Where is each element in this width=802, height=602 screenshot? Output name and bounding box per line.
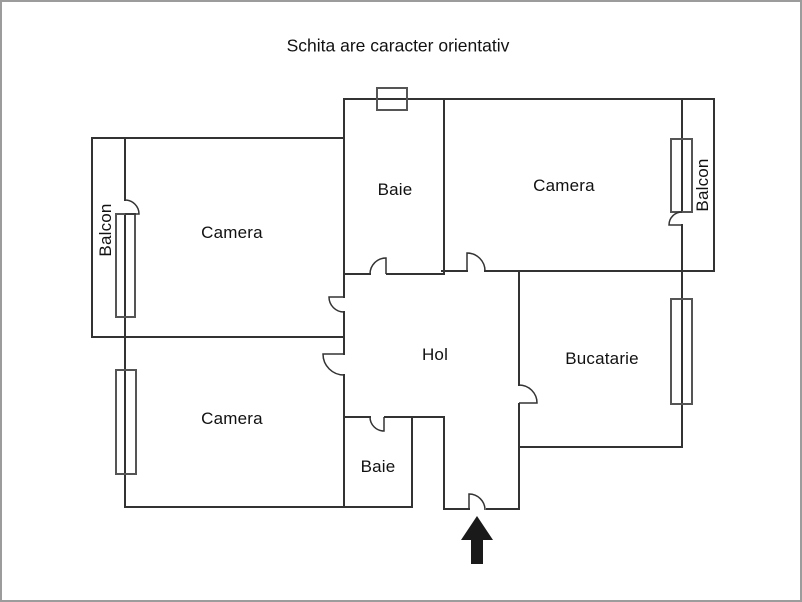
room-label-camera-top-left: Camera [201, 223, 263, 242]
room-label-balcon-right: Balcon [693, 158, 712, 212]
door-arc-icon [369, 416, 385, 432]
door-arc-icon [322, 353, 345, 376]
entrance-arrow-icon [461, 516, 493, 564]
room-label-camera-bottom-left: Camera [201, 409, 263, 428]
room-label-bucatarie: Bucatarie [565, 349, 639, 368]
room-label-baie-bottom: Baie [360, 457, 396, 476]
door-arc-icon [124, 199, 140, 215]
door-arc-icon [466, 252, 486, 272]
door-arc-icon [468, 493, 486, 511]
room-label-balcon-left: Balcon [96, 203, 115, 257]
door-arc-icon [369, 257, 387, 275]
door-arc-icon [328, 296, 345, 313]
room-label-hol: Hol [421, 345, 449, 364]
door-arc-icon [668, 211, 683, 226]
room-label-baie-top: Baie [377, 180, 413, 199]
walls [91, 98, 715, 510]
door-symbols [124, 199, 683, 511]
room-label-camera-top-right: Camera [533, 176, 595, 195]
door-arc-icon [518, 384, 538, 404]
plan-disclaimer-title: Schita are caracter orientativ [286, 35, 510, 56]
window-icon [670, 298, 693, 405]
vent-window-icon [376, 87, 408, 111]
window-icon [115, 369, 137, 475]
